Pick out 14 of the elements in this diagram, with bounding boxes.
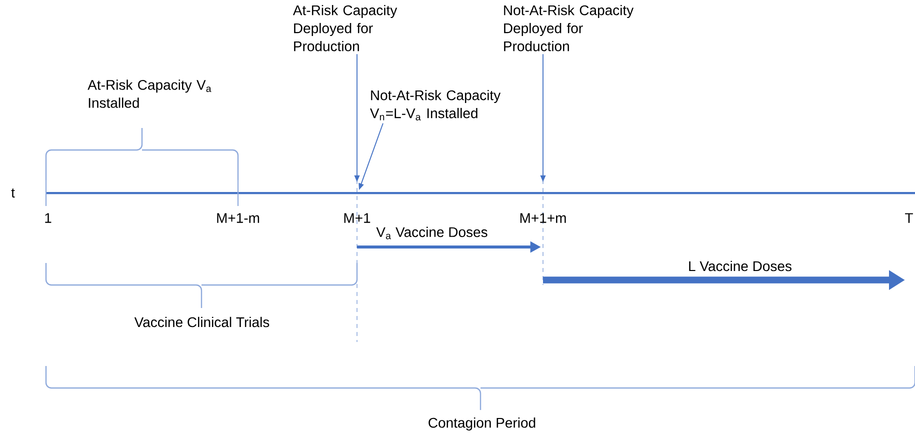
arrow-label: L Vaccine Doses — [689, 260, 792, 272]
callout-text: Not-At-Risk Capacity V$_{n}$=L-V$_{a}$ Installed — [370, 90, 501, 120]
axis-label: t — [11, 188, 15, 198]
tick-label: M+1 — [344, 213, 370, 223]
brace-label: Vaccine Clinical Trials — [134, 316, 270, 328]
tick-label: M+1+m — [520, 213, 566, 223]
callout-text: Not-At-Risk Capacity Deployed for Production — [504, 4, 634, 52]
tick-label: 1 — [45, 213, 52, 223]
arrow-label: V$_{a}$ Vaccine Doses — [376, 226, 488, 240]
brace-label: Contagion Period — [428, 417, 536, 431]
callout-text: At-Risk Capacity Deployed for Production — [292, 4, 398, 52]
tick-label: M+1-m — [217, 213, 260, 223]
tick-label: T — [905, 213, 913, 223]
brace-label: At-Risk Capacity V$_{a}$ Installed — [88, 80, 212, 108]
